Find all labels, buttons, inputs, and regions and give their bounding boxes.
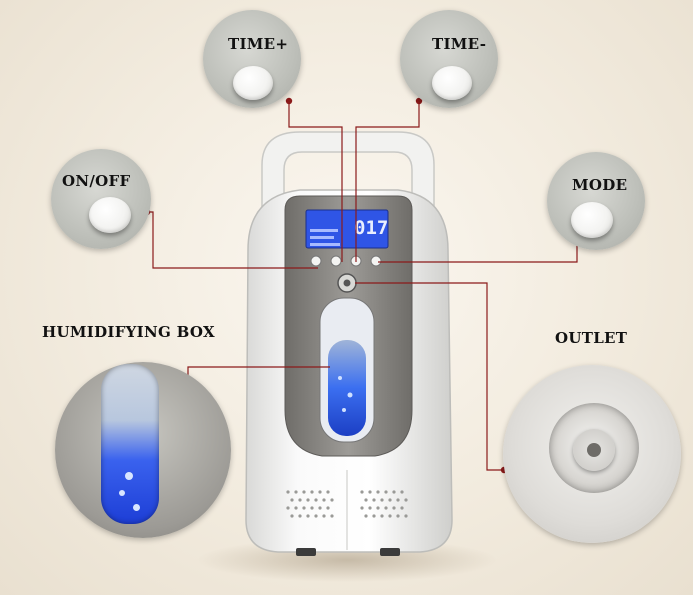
outlet-callout [503,365,681,543]
leader-mode [378,240,578,263]
foot-right [380,548,400,556]
mode-callout [547,152,645,250]
water-bottle-closeup [101,364,159,524]
lcd-text-line [310,236,334,239]
lcd-text-line [310,229,338,232]
time-minus-button [432,66,472,100]
leader-outlet [355,282,504,471]
front-button-on-off [310,255,322,267]
lcd-text-line [310,243,340,246]
mode-label: MODE [572,176,628,194]
bubble [119,490,125,496]
vent-grille-right [360,490,408,518]
bubble [347,392,353,398]
bubble [342,408,346,412]
lcd-readout: 017 [354,217,388,239]
humidifying-box-callout [55,362,231,538]
humidifier-water [328,340,366,436]
vent-grille-left [286,490,334,518]
time-plus-button [233,66,273,100]
bubble [125,472,133,480]
bubble [133,504,140,511]
front-button-mode [370,255,382,267]
leader-time-minus [355,101,420,262]
humidifying-box-label: HUMIDIFYING BOX [42,323,215,341]
time-minus-callout [400,10,498,108]
time-plus-callout [203,10,301,108]
time-plus-label: TIME+ [228,35,289,53]
outlet-hole [343,279,351,287]
front-button-time-plus [330,255,342,267]
on-off-button [89,197,131,233]
outlet-nozzle-hole [587,443,601,457]
on-off-callout [51,149,151,249]
on-off-label: ON/OFF [62,172,131,190]
foot-left [296,548,316,556]
leader-time-plus [288,101,343,262]
mode-button [571,202,613,238]
time-minus-label: TIME- [432,35,487,53]
bubble [338,376,342,380]
outlet-label: OUTLET [555,329,628,347]
